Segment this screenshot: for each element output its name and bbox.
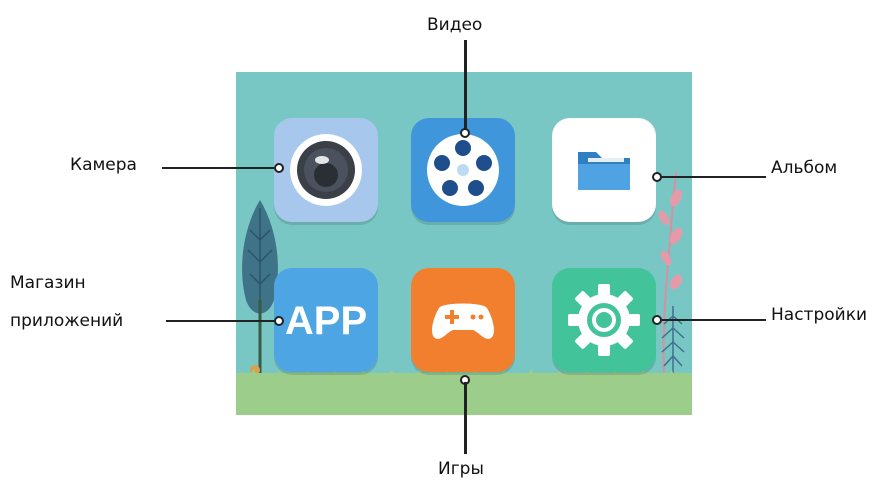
gear-icon bbox=[568, 284, 640, 356]
video-label: Видео bbox=[427, 15, 483, 35]
camera-leader-line bbox=[162, 167, 278, 169]
app-store-callout-dot bbox=[274, 316, 284, 326]
gamepad-icon bbox=[432, 303, 494, 339]
camera-label: Камера bbox=[70, 155, 137, 175]
settings-callout-dot bbox=[652, 315, 662, 325]
app-store-leader-line bbox=[166, 320, 278, 322]
games-leader-line bbox=[464, 382, 467, 454]
app-store-label-line2: приложений bbox=[10, 311, 124, 331]
camera-callout-dot bbox=[274, 163, 284, 173]
svg-text:APP: APP bbox=[285, 299, 367, 343]
app-store-label-line1: Магазин bbox=[10, 273, 86, 293]
settings-label: Настройки bbox=[771, 305, 868, 325]
camera-lens-icon bbox=[290, 134, 362, 206]
video-callout-dot bbox=[460, 128, 470, 138]
video-leader-line bbox=[464, 40, 467, 132]
flower-stem-decoration-icon bbox=[658, 172, 683, 379]
tree-decoration-icon bbox=[242, 200, 278, 378]
app-text-icon: APP bbox=[285, 299, 367, 343]
games-app-icon[interactable] bbox=[411, 268, 515, 372]
settings-app-icon[interactable] bbox=[552, 268, 656, 372]
film-reel-icon bbox=[427, 134, 499, 206]
grass-tufts-decoration-icon bbox=[236, 369, 692, 381]
app-store-app-icon[interactable]: APP bbox=[274, 268, 378, 372]
camera-app-icon[interactable] bbox=[274, 118, 378, 222]
album-app-icon[interactable] bbox=[552, 118, 656, 222]
settings-leader-line bbox=[660, 319, 766, 321]
folder-icon bbox=[578, 152, 630, 190]
album-label: Альбом bbox=[771, 158, 838, 178]
games-label: Игры bbox=[438, 459, 484, 479]
album-callout-dot bbox=[652, 172, 662, 182]
album-leader-line bbox=[660, 176, 766, 178]
